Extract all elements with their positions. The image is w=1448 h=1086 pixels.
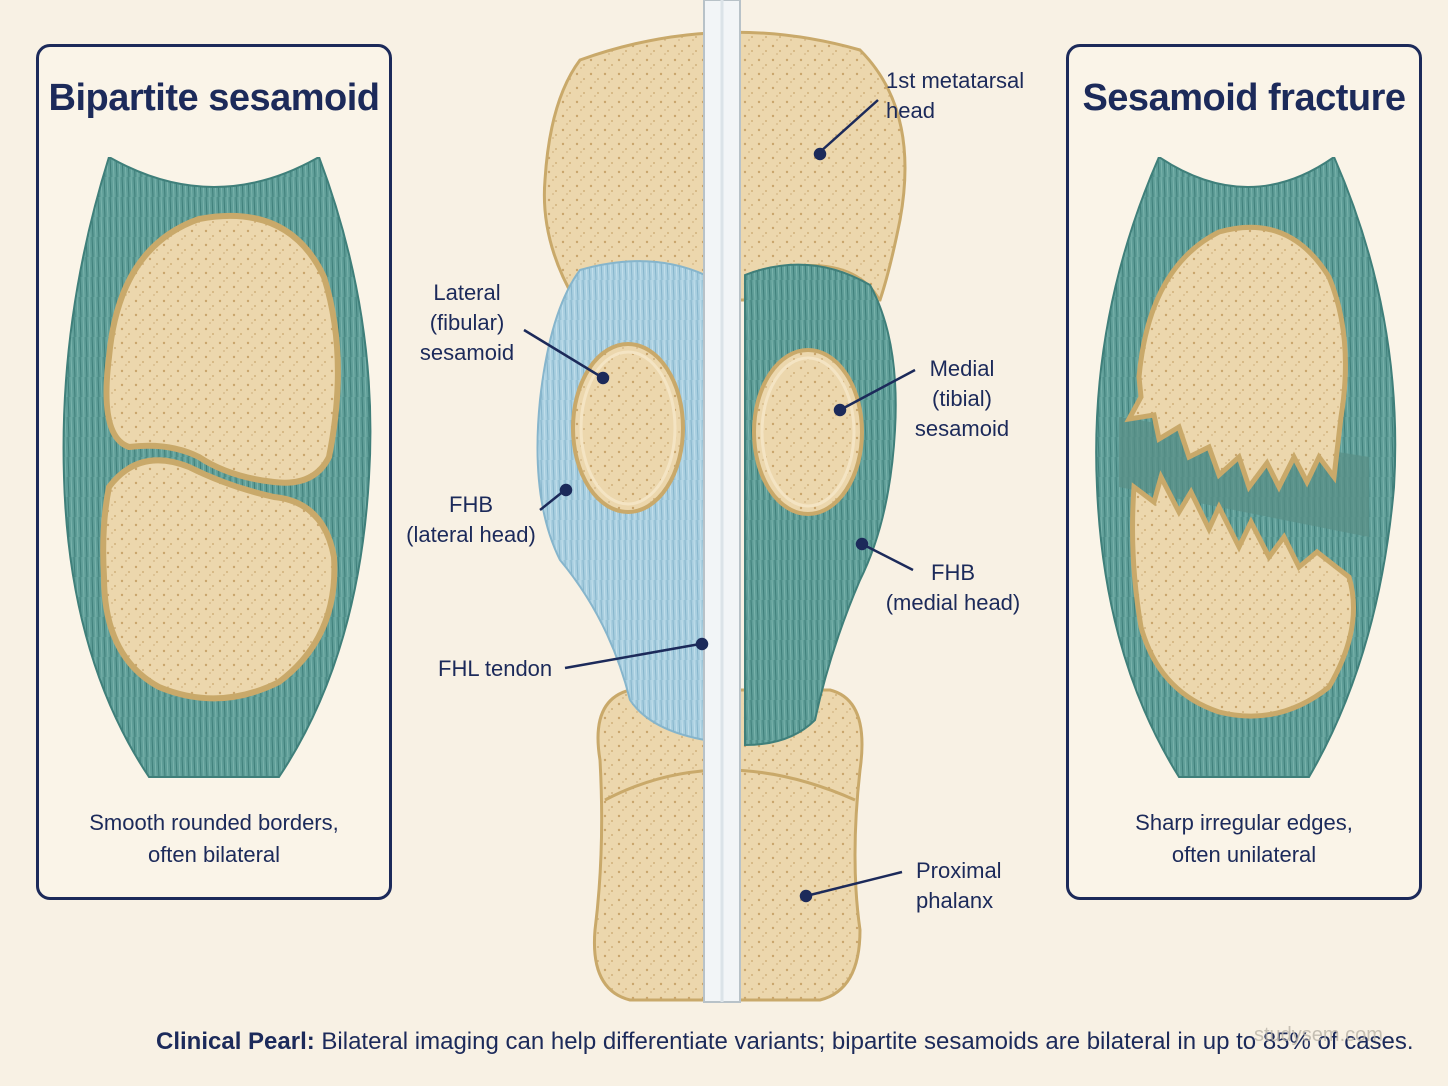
panel-title: Sesamoid fracture [1082, 77, 1406, 119]
label-line: 1st metatarsal [886, 68, 1025, 93]
label-proximal-phalanx: Proximal phalanx [916, 856, 1002, 916]
label-line: FHB [931, 560, 975, 585]
caption-line: Smooth rounded borders, [89, 810, 339, 835]
label-line: Lateral [433, 280, 501, 305]
label-lateral-sesamoid: Lateral (fibular) sesamoid [412, 278, 522, 368]
clinical-pearl-heading: Clinical Pearl: [156, 1028, 315, 1055]
label-line: (medial head) [885, 590, 1021, 615]
label-line: head [886, 98, 935, 123]
label-line: Proximal [916, 858, 1002, 883]
panel-caption: Sharp irregular edges, often unilateral [1069, 807, 1419, 871]
lateral-sesamoid-bone [571, 342, 685, 514]
sesamoid-upper-fragment [103, 212, 341, 486]
watermark: studysem.com [1254, 1024, 1383, 1046]
caption-line: often unilateral [1171, 842, 1317, 867]
label-fhl-tendon: FHL tendon [438, 656, 553, 681]
label-line: Medial [929, 356, 995, 381]
bipartite-sesamoid-panel: Bipartite sesamoid Smooth rounded border… [36, 44, 392, 900]
caption-line: often bilateral [147, 842, 281, 867]
sesamoid-upper-fragment-fractured [1124, 224, 1348, 493]
sesamoid-lower-fragment-fractured [1130, 470, 1356, 719]
medial-sesamoid-bone [752, 348, 864, 516]
clinical-pearl-text: Bilateral imaging can help differentiate… [314, 1028, 1414, 1055]
sesamoid-fracture-illustration [1095, 157, 1397, 778]
label-fhb-medial-head: FHB (medial head) [880, 558, 1026, 618]
label-line: sesamoid [914, 416, 1010, 441]
label-line: (fibular) [429, 310, 505, 335]
caption-line: Sharp irregular edges, [1135, 810, 1353, 835]
label-line: (lateral head) [406, 522, 536, 547]
panel-title: Bipartite sesamoid [48, 77, 381, 119]
label-line: sesamoid [419, 340, 515, 365]
label-fhb-lateral-head: FHB (lateral head) [400, 490, 542, 550]
clinical-pearl: Clinical Pearl: Bilateral imaging can he… [156, 1028, 1414, 1056]
label-line: phalanx [916, 888, 994, 913]
panel-caption: Smooth rounded borders, often bilateral [39, 807, 389, 871]
label-line: FHB [449, 492, 493, 517]
sesamoid-fracture-panel: Sesamoid fracture Sharp irregular edges,… [1066, 44, 1422, 900]
label-medial-sesamoid: Medial (tibial) sesamoid [910, 354, 1014, 444]
label-line: (tibial) [932, 386, 992, 411]
sesamoid-lower-fragment [100, 457, 338, 702]
bipartite-sesamoid-illustration [62, 157, 372, 778]
label-metatarsal-head: 1st metatarsal head [886, 66, 1024, 126]
